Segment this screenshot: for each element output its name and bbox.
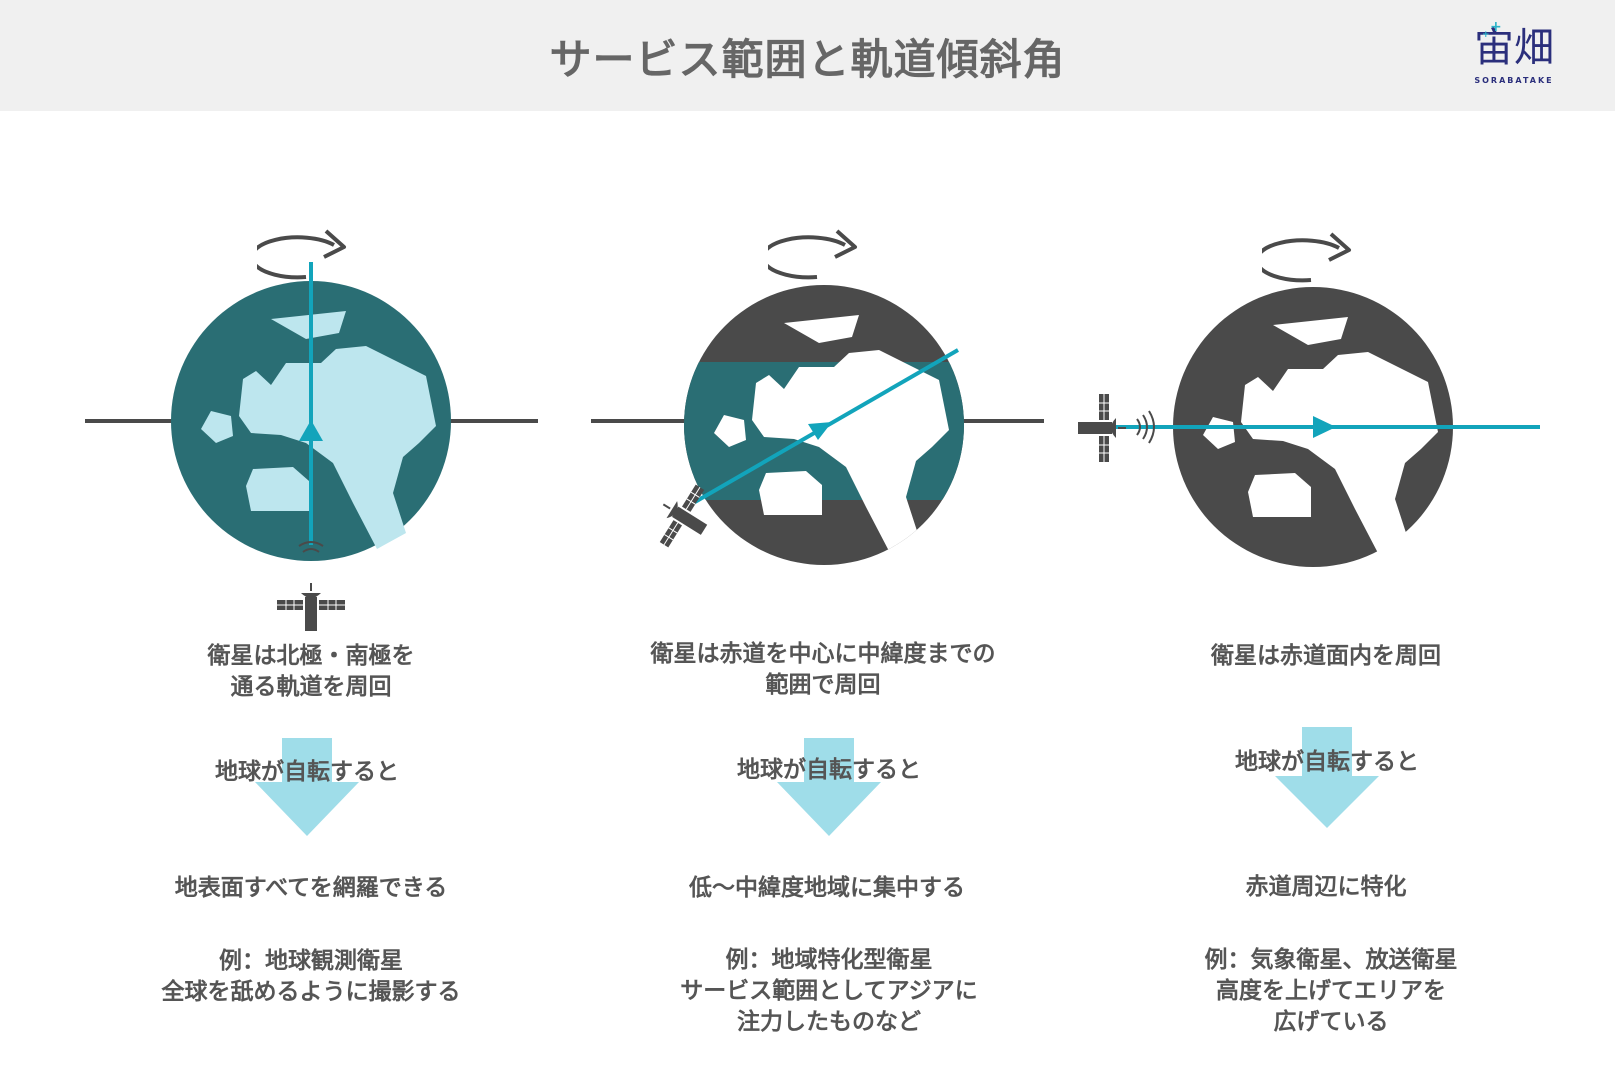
coverage-result: 地表面すべてを網羅できる bbox=[174, 875, 448, 901]
example-text: 例：気象衛星、放送衛星 高度を上げてエリアを 広げている bbox=[1204, 947, 1458, 1035]
orbit-description: 衛星は赤道を中心に中緯度までの 範囲で周回 bbox=[650, 641, 996, 698]
coverage-result: 低〜中緯度地域に集中する bbox=[689, 875, 965, 901]
signal-wave-icon bbox=[1136, 410, 1155, 444]
coverage-result: 赤道周辺に特化 bbox=[1245, 874, 1407, 900]
satellite-icon bbox=[277, 582, 345, 632]
sorabatake-logo[interactable]: 宙畑 SORABATAKE + + bbox=[1462, 19, 1566, 92]
example-text: 例：地球観測衛星 全球を舐めるように撮影する bbox=[161, 948, 461, 1005]
logo-plus-icon: + bbox=[1482, 30, 1490, 40]
arrow-caption: 地球が自転すると bbox=[737, 757, 921, 783]
rotation-arrow-icon bbox=[257, 229, 346, 280]
rotation-arrow-icon bbox=[768, 229, 857, 280]
logo-subtext: SORABATAKE bbox=[1474, 76, 1554, 85]
satellite-icon bbox=[1077, 394, 1127, 462]
polar-orbit-panel bbox=[85, 229, 538, 632]
logo-plus-icon: + bbox=[1490, 19, 1502, 35]
orbit-direction-icon bbox=[808, 422, 832, 440]
rotation-arrow-icon bbox=[1262, 232, 1351, 283]
orbit-direction-icon bbox=[299, 420, 323, 441]
arrow-caption: 地球が自転すると bbox=[215, 759, 399, 785]
header-bar bbox=[0, 0, 1615, 111]
orbit-direction-icon bbox=[1313, 416, 1336, 438]
page-title: サービス範囲と軌道傾斜角 bbox=[549, 35, 1066, 84]
equatorial-orbit-panel bbox=[1077, 232, 1540, 567]
arrow-caption: 地球が自転すると bbox=[1235, 749, 1419, 775]
logo-text: 宙畑 bbox=[1474, 25, 1554, 71]
orbit-description: 衛星は赤道面内を周回 bbox=[1211, 643, 1441, 669]
down-arrow-icon bbox=[255, 738, 359, 836]
orbit-description: 衛星は北極・南極を 通る軌道を周回 bbox=[207, 643, 415, 700]
signal-wave-icon bbox=[298, 541, 324, 553]
down-arrow-icon bbox=[1275, 727, 1379, 828]
example-text: 例：地域特化型衛星 サービス範囲としてアジアに 注力したものなど bbox=[680, 947, 978, 1035]
inclined-orbit-panel bbox=[591, 229, 1044, 565]
down-arrow-icon bbox=[777, 738, 881, 836]
